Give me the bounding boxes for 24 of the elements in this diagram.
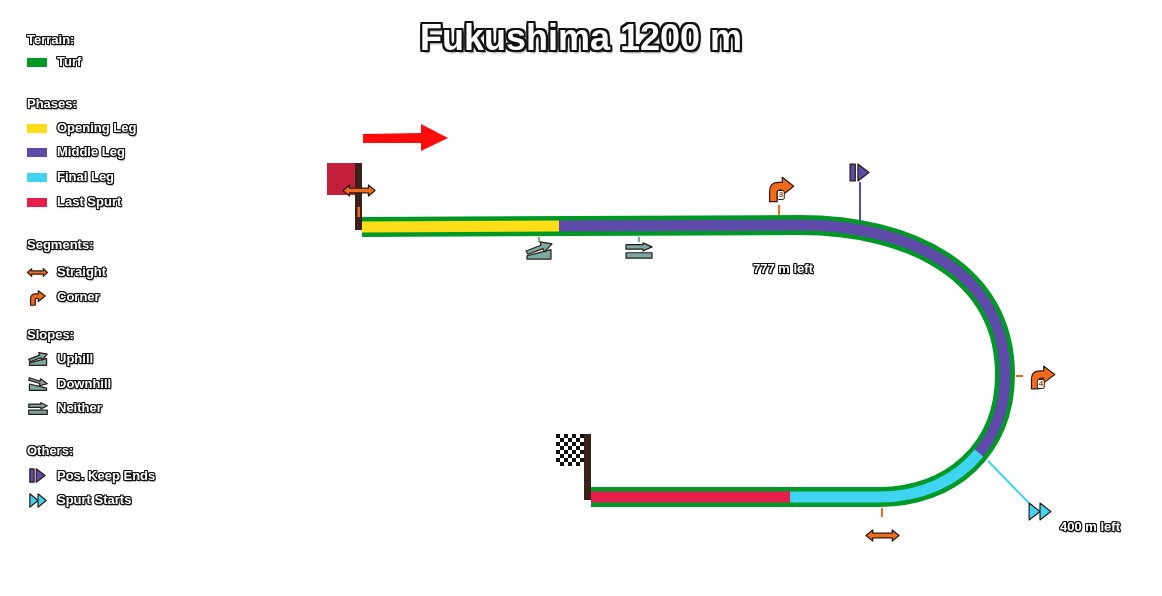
- distance-label: 400 m left: [1060, 518, 1120, 534]
- legend-label: Spurt Starts: [57, 492, 132, 507]
- legend-label: Uphill: [57, 351, 94, 366]
- legend-heading: Others:: [27, 443, 74, 458]
- legend-heading: Terrain:: [27, 32, 75, 47]
- legend-label: Final Leg: [57, 169, 115, 184]
- legend-label: Middle Leg: [57, 144, 125, 159]
- legend-label: Downhill: [57, 376, 112, 391]
- checkered-flag-icon: [556, 434, 591, 500]
- legend-label: Turf: [57, 54, 82, 69]
- flag-icon: [327, 163, 362, 230]
- legend-heading: Slopes:: [27, 327, 74, 342]
- corner-number: 3: [776, 190, 786, 200]
- legend-label: Last Spurt: [57, 194, 122, 209]
- corner-number: 4: [1036, 379, 1046, 389]
- distance-label: 777 m left: [753, 260, 813, 276]
- legend-heading: Segments:: [27, 237, 94, 252]
- legend-heading: Phases:: [27, 96, 77, 111]
- legend-label: Neither: [57, 400, 102, 415]
- legend-label: Corner: [57, 289, 100, 304]
- title: Fukushima 1200 m: [419, 18, 743, 58]
- legend-label: Opening Leg: [57, 120, 137, 135]
- legend-label: Pos. Keep Ends: [57, 468, 156, 483]
- legend-label: Straight: [57, 264, 107, 279]
